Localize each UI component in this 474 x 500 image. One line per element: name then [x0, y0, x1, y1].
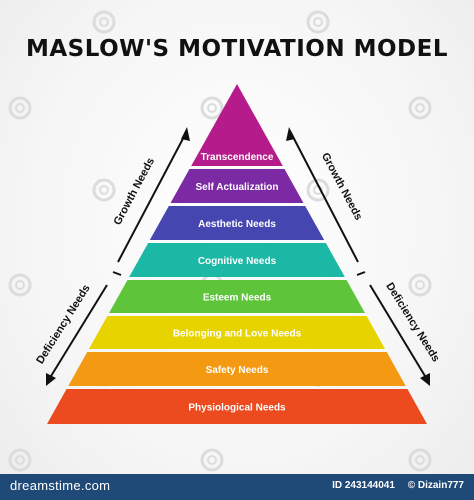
- left-deficiency-arrow: [47, 284, 108, 382]
- left-growth-arrow: [117, 130, 188, 263]
- footer-brand: dreamstime.com: [10, 478, 111, 493]
- watermark-logo: [408, 448, 432, 472]
- watermark-logo-inner: [207, 455, 217, 465]
- pyramid-tier: [129, 243, 345, 277]
- right-deficiency-arrowhead: [420, 373, 430, 386]
- left-growth-label: Growth Needs: [112, 156, 158, 227]
- watermark-logo: [200, 96, 224, 120]
- watermark-logo-inner: [15, 455, 25, 465]
- pyramid-tier: [109, 280, 365, 313]
- right-growth-label: Growth Needs: [319, 151, 365, 222]
- footer-bar: dreamstime.com ID 243144041 © Dizain777: [0, 474, 474, 500]
- right-growth-arrowhead: [286, 127, 295, 141]
- watermark-logo-inner: [207, 103, 217, 113]
- watermark-logo-inner: [415, 455, 425, 465]
- pyramid-tier: [191, 84, 283, 166]
- pyramid-tier-label: Transcendence: [201, 152, 274, 163]
- pyramid-tier: [149, 206, 325, 240]
- pyramid-tier-label: Aesthetic Needs: [198, 219, 276, 230]
- pyramid-tier: [68, 352, 406, 386]
- watermark-logo: [306, 10, 330, 34]
- pyramid-tier-label: Belonging and Love Needs: [173, 329, 302, 340]
- watermark-logo: [200, 448, 224, 472]
- right-growth-arrow: [289, 130, 359, 263]
- pyramid-tier-label: Self Actualization: [196, 182, 279, 193]
- footer-ids: ID 243144041 © Dizain777: [322, 480, 464, 491]
- pyramid-tier-label: Safety Needs: [206, 365, 269, 376]
- diagram-title: MASLOW'S MOTIVATION MODEL: [25, 36, 449, 62]
- left-deficiency-arrowhead: [46, 373, 56, 386]
- left-divider-tick: [112, 271, 122, 276]
- watermark-logo: [8, 96, 32, 120]
- pyramid-tier-label: Cognitive Needs: [198, 256, 277, 267]
- left-growth-arrowhead: [181, 127, 190, 141]
- pyramid-tier: [170, 169, 304, 203]
- watermark-logo-inner: [15, 103, 25, 113]
- right-divider-tick: [356, 271, 366, 276]
- watermark-logo: [8, 448, 32, 472]
- watermark-logo-inner: [415, 103, 425, 113]
- right-deficiency-arrow: [369, 284, 429, 382]
- footer-author: © Dizain777: [407, 480, 464, 491]
- pyramid-tier: [88, 316, 386, 349]
- watermark-logo: [306, 178, 330, 202]
- watermark-logo-inner: [99, 17, 109, 27]
- watermark-logo: [8, 273, 32, 297]
- pyramid-tier-label: Physiological Needs: [188, 403, 286, 414]
- watermark-logo-inner: [415, 280, 425, 290]
- watermark-logo: [408, 96, 432, 120]
- watermark-logo-inner: [313, 17, 323, 27]
- watermark-logo-inner: [99, 185, 109, 195]
- side-arrows: [46, 127, 430, 386]
- pyramid-tier-label: Esteem Needs: [203, 293, 272, 304]
- watermark-logo: [408, 273, 432, 297]
- watermark-logo-inner: [15, 280, 25, 290]
- pyramid-tier: [47, 389, 427, 424]
- watermark-logo: [92, 10, 116, 34]
- footer-image-id: ID 243144041: [332, 480, 395, 491]
- watermark-logo: [92, 178, 116, 202]
